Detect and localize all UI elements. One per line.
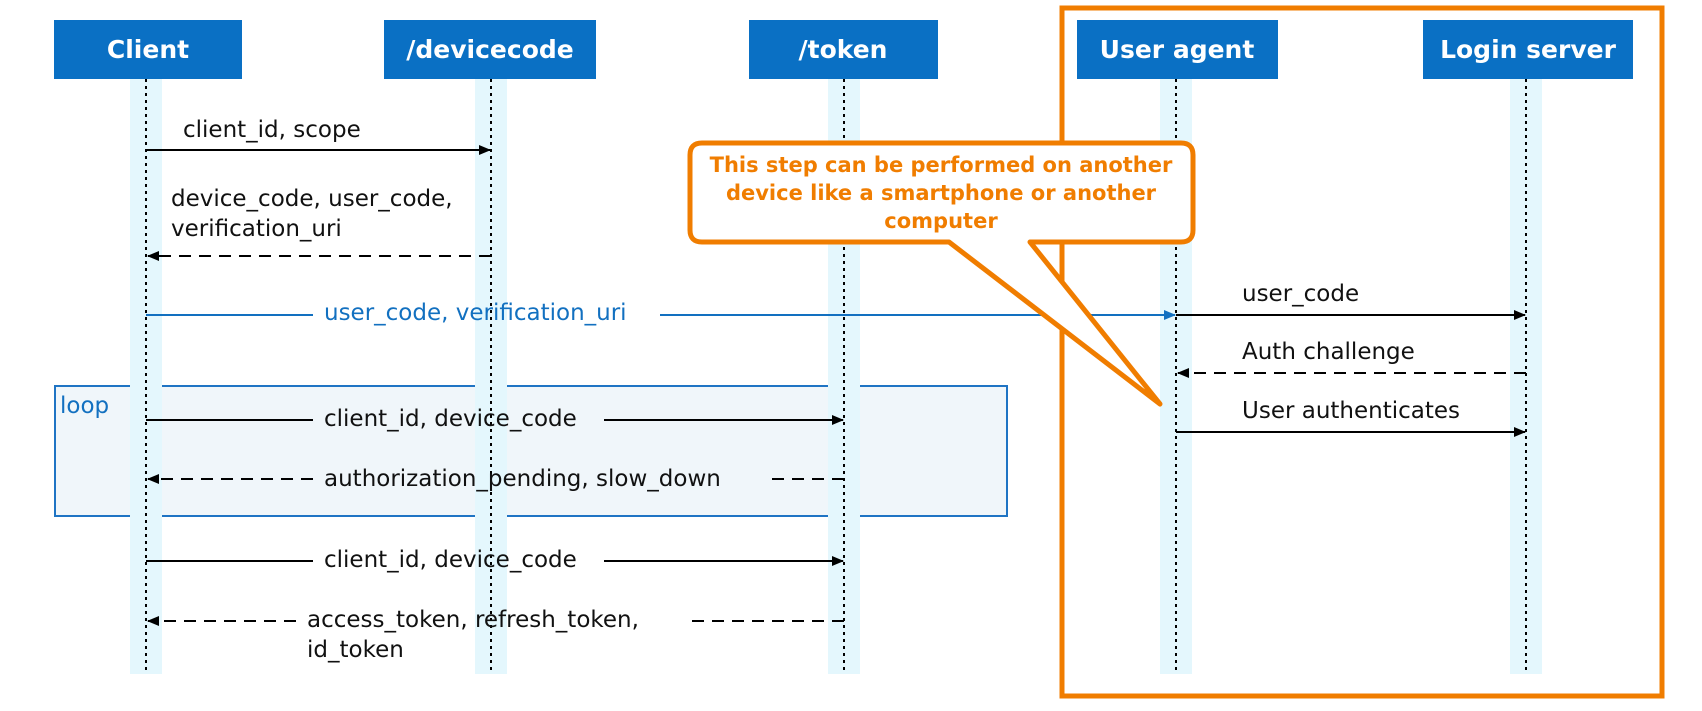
message-label: user_code, verification_uri [324,300,627,326]
participant-label: User agent [1100,35,1255,64]
highlight-frame [1059,5,1665,699]
callout-text: device like a smartphone or another [726,181,1157,205]
participant-token: /token [749,20,938,79]
message-loginserver-to-useragent: Auth challenge [1177,339,1526,378]
message-client-to-token: client_id, device_code [146,547,844,573]
message-client-to-token-loop: client_id, device_code [146,406,844,432]
message-label: access_token, refresh_token, [307,607,639,633]
participant-label: /devicecode [406,35,573,64]
participant-label: Client [107,35,189,64]
message-useragent-to-loginserver-auth: User authenticates [1176,398,1526,437]
message-label: verification_uri [171,216,342,242]
message-label: id_token [307,637,404,663]
message-label: client_id, device_code [324,406,577,432]
participant-label: Login server [1440,35,1616,64]
callout-text: This step can be performed on another [710,153,1173,177]
message-label: device_code, user_code, [171,186,453,212]
message-label: authorization_pending, slow_down [324,466,721,492]
callout-text: computer [884,209,998,233]
message-label: User authenticates [1242,398,1460,424]
participant-label: /token [799,35,888,64]
callout: This step can be performed on another de… [687,140,1196,407]
participant-client: Client [54,20,242,79]
message-label: user_code [1242,281,1359,307]
message-client-to-devicecode: client_id, scope [146,117,491,155]
message-useragent-to-loginserver: user_code [1176,281,1526,320]
participant-loginserver: Login server [1423,20,1633,79]
participant-devicecode: /devicecode [384,20,596,79]
message-token-to-client-loop: authorization_pending, slow_down [147,466,844,492]
message-label: client_id, scope [183,117,361,143]
loop-label: loop [60,393,109,419]
message-devicecode-to-client: device_code, user_code, verification_uri [147,186,491,261]
message-label: Auth challenge [1242,339,1415,365]
message-token-to-client: access_token, refresh_token, id_token [147,607,844,663]
message-label: client_id, device_code [324,547,577,573]
participant-useragent: User agent [1077,20,1278,79]
message-client-to-useragent: user_code, verification_uri [146,300,1176,326]
